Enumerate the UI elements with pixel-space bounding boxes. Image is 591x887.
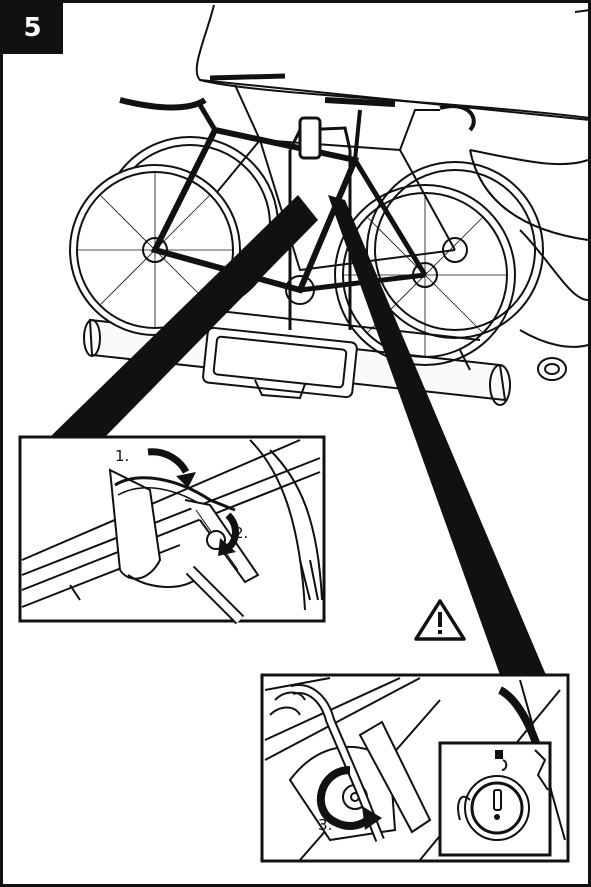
callout-bottom: 3. bbox=[260, 673, 570, 863]
step1-label: 1. bbox=[115, 447, 129, 465]
step-number-badge: 5 bbox=[2, 2, 63, 54]
arrow-step1-icon bbox=[147, 448, 190, 474]
callout-top: 1. 2. bbox=[18, 435, 326, 625]
lock-inset bbox=[438, 741, 552, 857]
key-icon bbox=[495, 750, 508, 771]
step3-label: 3. bbox=[318, 816, 332, 834]
warning-triangle-icon bbox=[414, 599, 466, 641]
zoom-wedges bbox=[50, 195, 546, 675]
zoom-wedge-right bbox=[328, 195, 546, 675]
arrow-step2-icon bbox=[225, 512, 239, 551]
car-outline bbox=[195, 4, 591, 381]
step2-label: 2. bbox=[234, 524, 248, 542]
zoom-wedge-left bbox=[50, 195, 318, 437]
arrow-step3-icon bbox=[316, 766, 376, 830]
